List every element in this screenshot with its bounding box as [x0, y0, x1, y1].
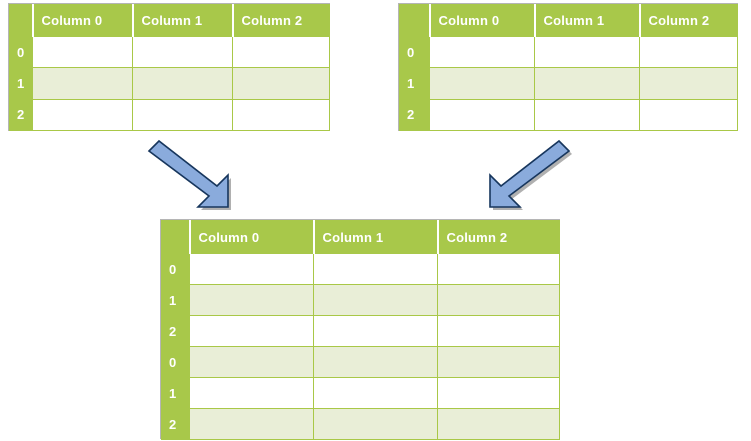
index-header-cell [161, 220, 190, 254]
data-cell [132, 67, 233, 100]
row-index-label: 2 [161, 315, 190, 347]
data-cell [189, 346, 314, 378]
data-cell [313, 408, 438, 440]
table-header-row: Column 0 Column 1 Column 2 [9, 3, 330, 38]
table-row: 2 [9, 98, 330, 132]
table-row: 0 [161, 346, 560, 378]
table-header-row: Column 0 Column 1 Column 2 [399, 3, 738, 38]
table-row: 2 [161, 315, 560, 347]
data-cell [132, 98, 233, 132]
row-index-label: 2 [9, 98, 33, 132]
index-header-cell [399, 3, 430, 38]
data-cell [232, 98, 330, 132]
table-row: 1 [399, 67, 738, 100]
column-header-2: Column 2 [436, 220, 560, 254]
data-cell [32, 67, 133, 100]
table-row: 0 [161, 253, 560, 285]
column-header-0: Column 0 [188, 220, 314, 254]
column-header-2: Column 2 [231, 3, 330, 38]
row-index-label: 1 [161, 377, 190, 409]
column-header-1: Column 1 [533, 3, 640, 38]
table-row: 1 [9, 67, 330, 100]
data-cell [534, 98, 640, 132]
source-table-right: Column 0 Column 1 Column 2 0 1 2 [398, 3, 738, 132]
data-cell [639, 98, 738, 132]
row-index-label: 0 [161, 253, 190, 285]
data-cell [534, 36, 640, 69]
arrow-left-to-result [142, 134, 242, 210]
table-row: 2 [161, 408, 560, 440]
data-cell [429, 67, 535, 100]
table-row: 0 [399, 36, 738, 69]
column-header-0: Column 0 [31, 3, 133, 38]
row-index-label: 1 [9, 67, 33, 100]
data-cell [313, 284, 438, 316]
data-cell [232, 67, 330, 100]
data-cell [437, 315, 560, 347]
row-index-label: 2 [399, 98, 430, 132]
data-cell [437, 253, 560, 285]
data-cell [534, 67, 640, 100]
data-cell [437, 408, 560, 440]
table-row: 1 [161, 377, 560, 409]
row-index-label: 1 [161, 284, 190, 316]
data-cell [189, 377, 314, 409]
row-index-label: 0 [399, 36, 430, 69]
arrow-right-to-result [486, 134, 586, 210]
row-index-label: 0 [161, 346, 190, 378]
column-header-1: Column 1 [312, 220, 438, 254]
data-cell [639, 67, 738, 100]
data-cell [313, 253, 438, 285]
data-cell [313, 346, 438, 378]
column-header-1: Column 1 [131, 3, 233, 38]
table-row: 0 [9, 36, 330, 69]
row-index-label: 1 [399, 67, 430, 100]
row-index-label: 2 [161, 408, 190, 440]
data-cell [32, 98, 133, 132]
index-header-cell [9, 3, 33, 38]
arrow-down-right-icon [147, 139, 231, 210]
data-cell [189, 284, 314, 316]
table-row: 2 [399, 98, 738, 132]
data-cell [32, 36, 133, 69]
data-cell [437, 377, 560, 409]
table-row: 1 [161, 284, 560, 316]
column-header-0: Column 0 [428, 3, 535, 38]
data-cell [313, 377, 438, 409]
data-cell [132, 36, 233, 69]
arrow-down-left-icon [489, 139, 572, 210]
data-cell [437, 284, 560, 316]
data-cell [189, 408, 314, 440]
data-cell [437, 346, 560, 378]
data-cell [232, 36, 330, 69]
column-header-2: Column 2 [638, 3, 738, 38]
result-table: Column 0 Column 1 Column 2 0 1 2 [160, 219, 560, 440]
data-cell [313, 315, 438, 347]
data-cell [429, 98, 535, 132]
row-index-label: 0 [9, 36, 33, 69]
data-cell [429, 36, 535, 69]
data-cell [189, 253, 314, 285]
data-cell [639, 36, 738, 69]
table-header-row: Column 0 Column 1 Column 2 [161, 220, 560, 254]
source-table-left: Column 0 Column 1 Column 2 0 1 2 [8, 3, 330, 132]
data-cell [189, 315, 314, 347]
